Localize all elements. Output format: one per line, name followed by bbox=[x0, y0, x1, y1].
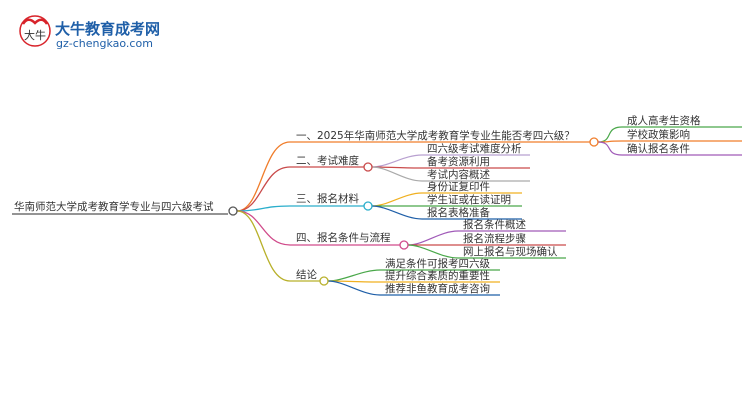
bull-logo-icon: 大牛 bbox=[19, 15, 51, 47]
leaf-2-3: 考试内容概述 bbox=[427, 169, 490, 181]
leaf-1-3-connector bbox=[597, 141, 623, 156]
leaf-2-2: 备考资源利用 bbox=[427, 156, 490, 168]
branch-3-label: 三、报名材料 bbox=[296, 193, 359, 205]
branch-4-label: 四、报名条件与流程 bbox=[296, 232, 391, 244]
branch-3-connector bbox=[236, 205, 291, 212]
leaf-2-1: 四六级考试难度分析 bbox=[427, 143, 522, 155]
leaf-1-1: 成人高考生资格 bbox=[627, 115, 701, 127]
leaf-5-3-connector bbox=[327, 280, 381, 296]
leaf-4-3-connector bbox=[407, 244, 459, 259]
leaf-2-1-connector bbox=[371, 154, 423, 168]
branch-2-label: 二、考试难度 bbox=[296, 155, 359, 167]
branch-1-label: 一、2025年华南师范大学成考教育学专业生能否考四六级？ bbox=[296, 130, 575, 142]
branch-1-connector bbox=[236, 141, 291, 212]
leaf-1-1-connector bbox=[597, 126, 623, 143]
leaf-3-2: 学生证或在读证明 bbox=[427, 194, 511, 206]
branch-4-connector bbox=[236, 210, 291, 246]
leaf-4-1: 报名条件概述 bbox=[463, 219, 526, 231]
leaf-1-3: 确认报名条件 bbox=[627, 143, 690, 155]
logo-emblem-text: 大牛 bbox=[24, 28, 46, 42]
branch-2-node bbox=[363, 162, 373, 172]
leaf-4-1-connector bbox=[407, 230, 459, 246]
branch-2-connector bbox=[236, 166, 291, 212]
root-node bbox=[228, 206, 238, 216]
leaf-5-1-connector bbox=[327, 269, 381, 282]
leaf-3-1-connector bbox=[371, 192, 423, 207]
site-url: gz-chengkao.com bbox=[56, 37, 153, 50]
branch-4-node bbox=[399, 240, 409, 250]
site-title: 大牛教育成考网 bbox=[55, 20, 161, 38]
branch-3-node bbox=[363, 201, 373, 211]
leaf-5-1: 满足条件可报考四六级 bbox=[385, 258, 490, 270]
leaf-4-2: 报名流程步骤 bbox=[463, 233, 526, 245]
branch-5-connector bbox=[236, 210, 291, 282]
leaf-3-3: 报名表格准备 bbox=[427, 207, 490, 219]
leaf-2-3-connector bbox=[371, 166, 423, 182]
branch-1-node bbox=[589, 137, 599, 147]
leaf-3-1: 身份证复印件 bbox=[427, 181, 490, 193]
leaf-3-3-connector bbox=[371, 205, 423, 220]
branch-5-label: 结论 bbox=[296, 269, 317, 281]
leaf-4-3: 网上报名与现场确认 bbox=[463, 246, 558, 258]
leaf-5-3: 推荐非鱼教育成考咨询 bbox=[385, 283, 490, 295]
leaf-5-2: 提升综合素质的重要性 bbox=[385, 270, 490, 282]
branch-5-node bbox=[319, 276, 329, 286]
leaf-1-2: 学校政策影响 bbox=[627, 129, 690, 141]
root-topic-label: 华南师范大学成考教育学专业与四六级考试 bbox=[14, 201, 214, 213]
